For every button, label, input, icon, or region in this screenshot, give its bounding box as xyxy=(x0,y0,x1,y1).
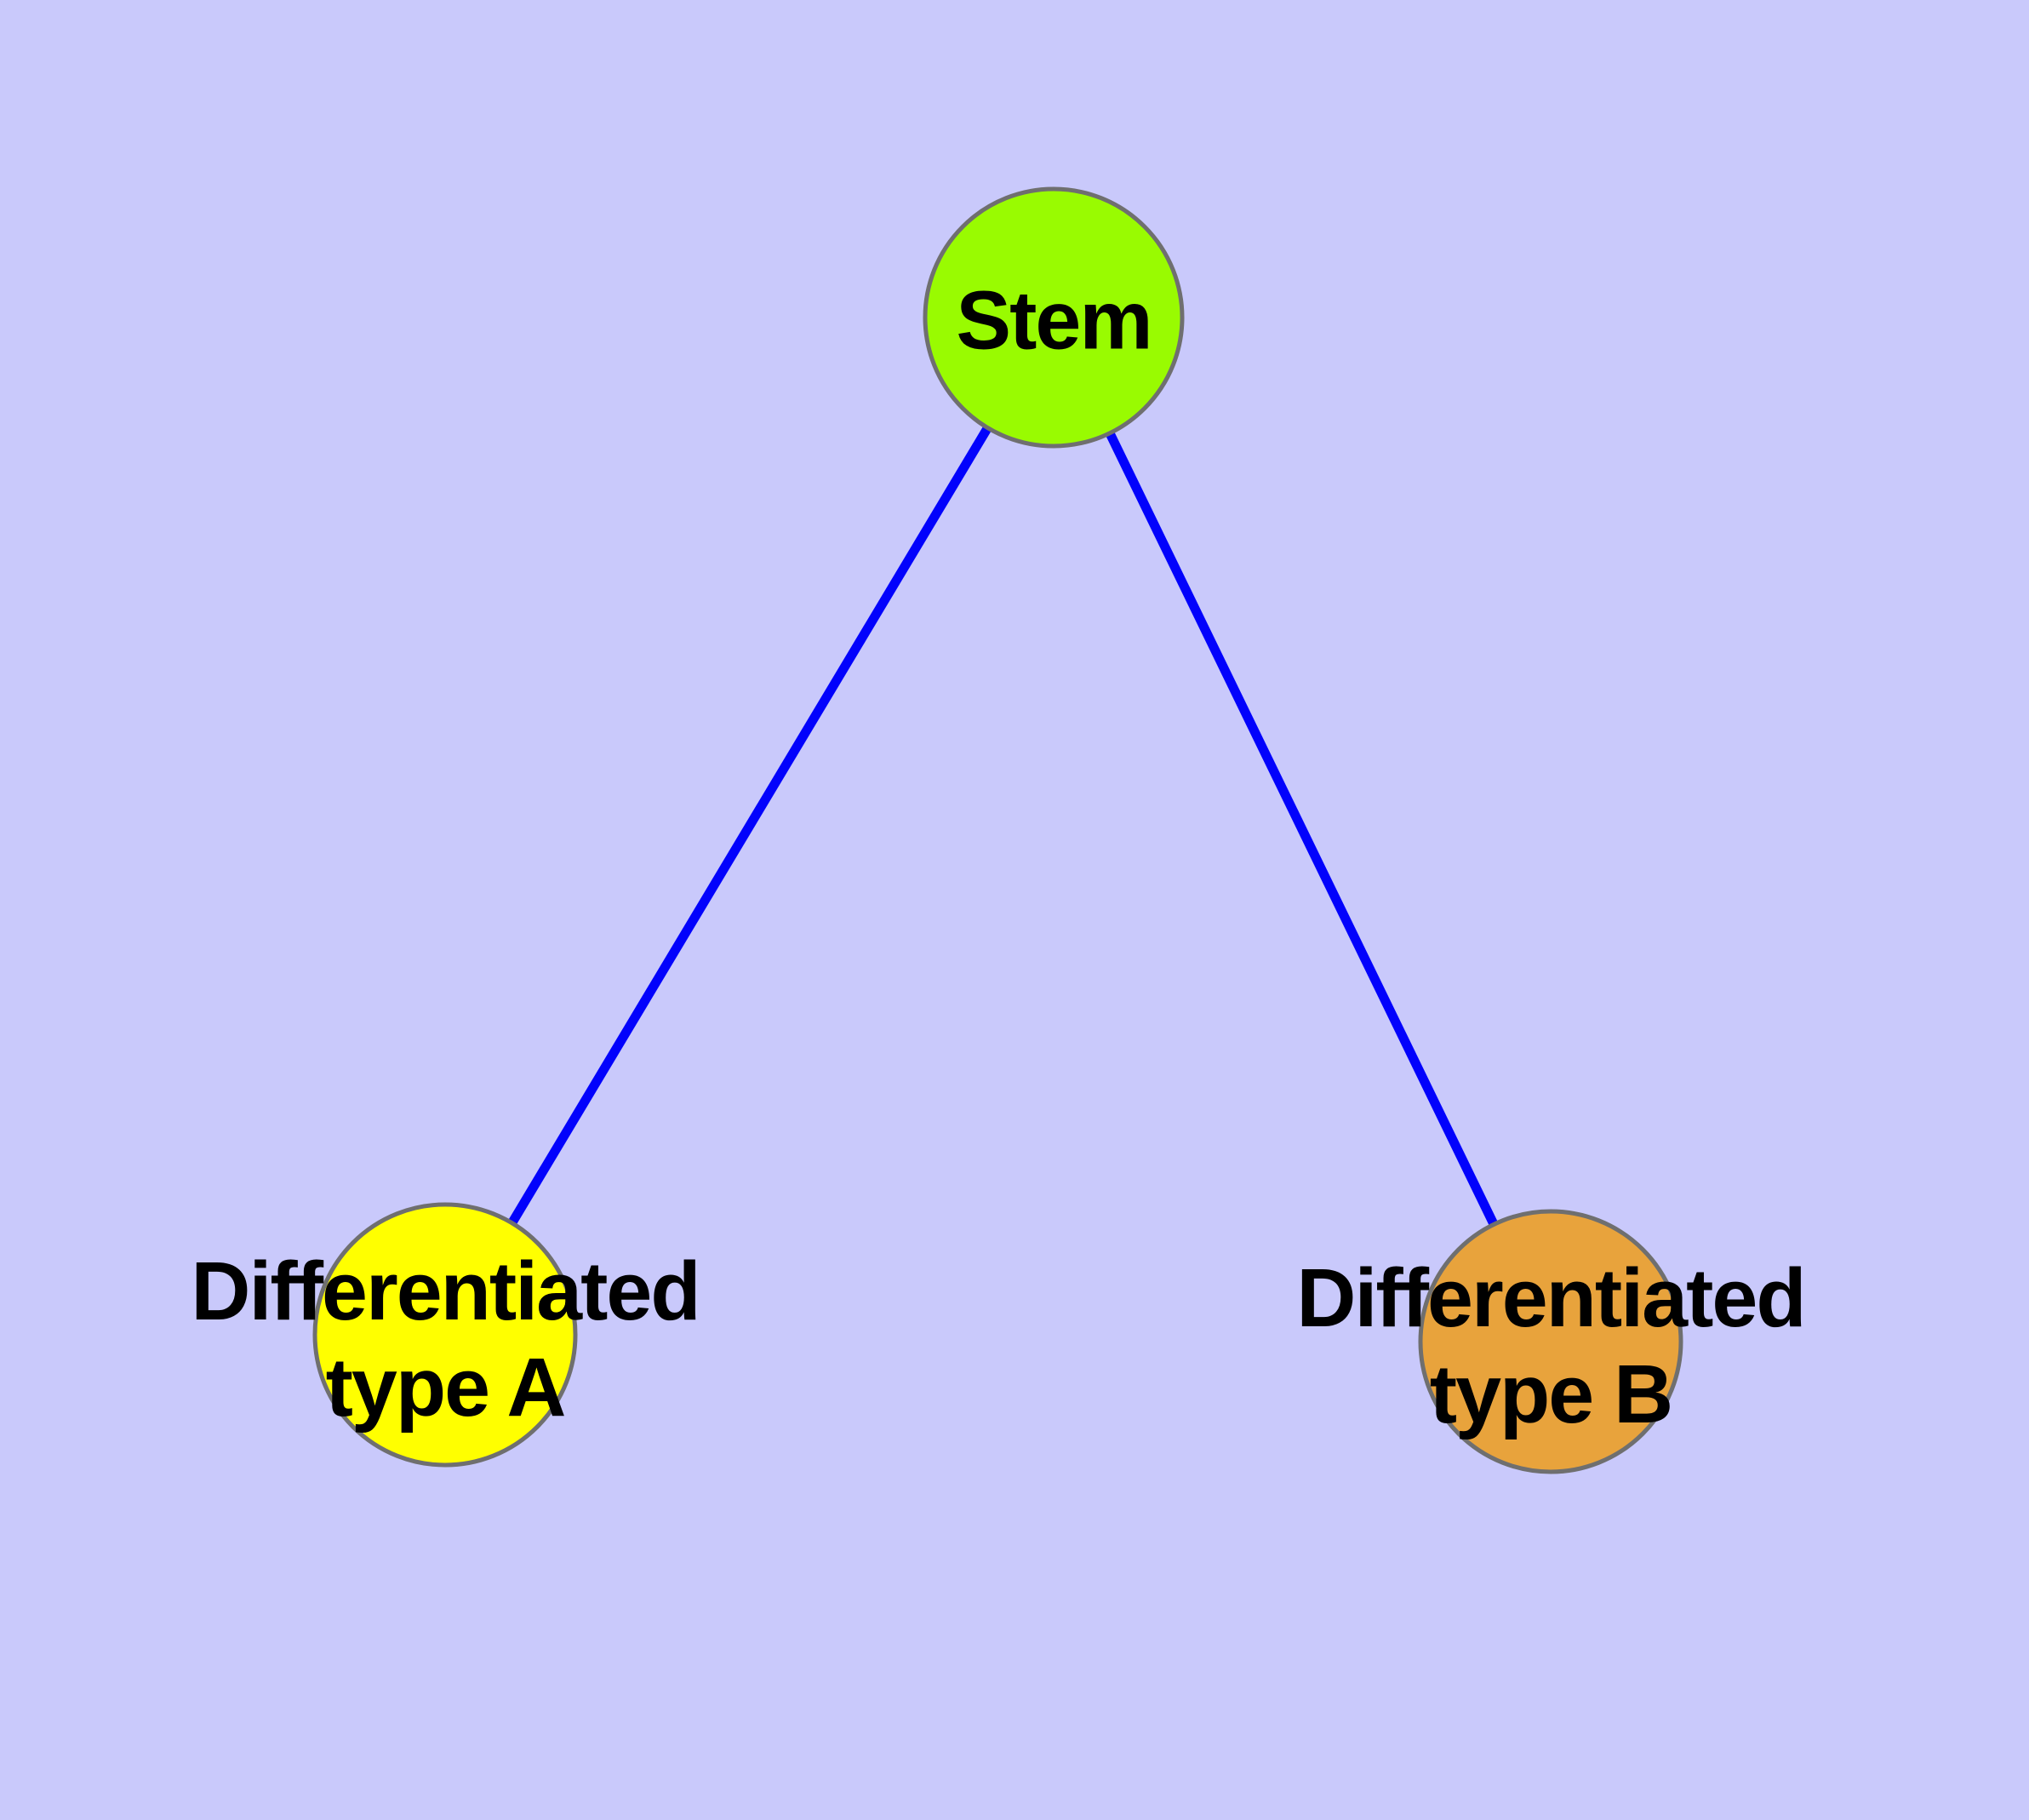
type-b-node-circle xyxy=(1418,1209,1683,1474)
stem-node-label-text: Stem xyxy=(956,273,1152,367)
type-a-label-line-2: type A xyxy=(325,1341,567,1434)
type-a-label-line-1: Differentiated xyxy=(191,1245,700,1337)
type-b-label-line-2: type B xyxy=(1429,1348,1673,1440)
type-b-label-line-1: Differentiated xyxy=(1296,1251,1806,1344)
stem-node-label: Stem xyxy=(956,272,1152,369)
edge-stem-to-type-b xyxy=(1049,315,1555,1344)
type-b-node-label: Differentiated type B xyxy=(1296,1250,1806,1442)
stem-node-circle xyxy=(923,186,1185,449)
type-a-node-circle xyxy=(312,1202,578,1468)
edge-stem-to-type-a xyxy=(441,315,1058,1337)
type-a-node-label: Differentiated type A xyxy=(191,1243,700,1435)
